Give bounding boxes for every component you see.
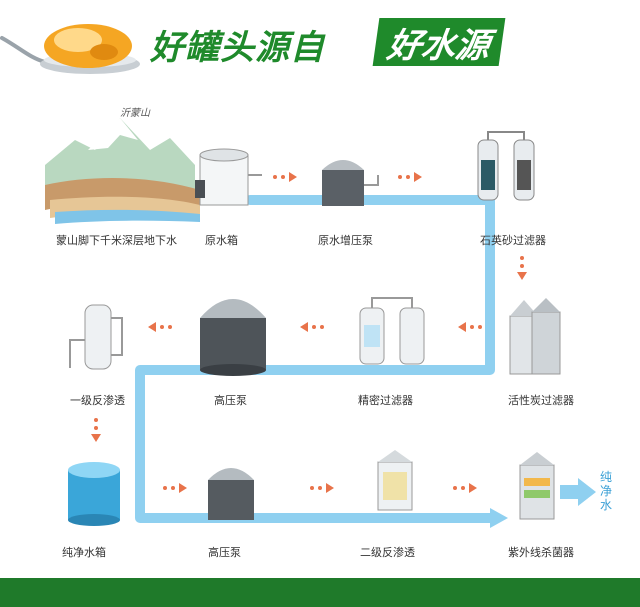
raw-water-pump-icon [322, 160, 379, 206]
carbon-filter-icon [509, 298, 561, 375]
label-groundwater: 蒙山脚下千米深层地下水 [56, 234, 177, 247]
label-pure-tank: 纯净水箱 [62, 546, 106, 559]
arrow-right-2 [398, 172, 422, 182]
pipe-end-arrow [490, 508, 508, 528]
output-arrow [560, 478, 596, 506]
mountain-icon [45, 118, 200, 224]
arrow-left-2 [300, 322, 324, 332]
spoon-peach-icon [0, 24, 140, 74]
label-raw-tank: 原水箱 [205, 234, 238, 247]
high-pressure-pump-2-icon [208, 468, 254, 520]
pure-water-tank-icon [68, 462, 120, 526]
label-precision-filter: 精密过滤器 [358, 394, 413, 407]
uv-sterilizer-icon [519, 452, 555, 520]
arrow-right-5 [453, 483, 477, 493]
header: 好罐头源自 好水源 [0, 0, 640, 84]
precision-filter-icon [359, 297, 425, 365]
water-pipe [135, 195, 500, 523]
label-uv-sterilizer: 紫外线杀菌器 [508, 546, 574, 559]
mountain-name: 沂蒙山 [120, 108, 150, 119]
high-pressure-pump-1-icon [200, 299, 266, 376]
ro-stage1-icon [69, 304, 123, 370]
arrow-right-1 [273, 172, 297, 182]
quartz-filter-icon [477, 131, 535, 201]
process-diagram [45, 118, 596, 528]
label-raw-pump: 原水增压泵 [318, 234, 373, 247]
title-main: 好罐头源自 [150, 28, 325, 68]
arrow-right-3 [163, 483, 187, 493]
arrow-left-3 [148, 322, 172, 332]
label-high-pump-1: 高压泵 [214, 394, 247, 407]
arrow-down-2 [91, 418, 101, 442]
footer-bar [0, 578, 640, 607]
arrow-right-4 [310, 483, 334, 493]
raw-water-tank-icon [195, 148, 262, 206]
label-quartz-filter: 石英砂过滤器 [480, 234, 546, 247]
ro-stage2-icon [377, 450, 413, 511]
label-ro-stage1: 一级反渗透 [70, 394, 125, 407]
flow-arrows [91, 172, 527, 493]
output-label: 纯净水 [599, 470, 612, 512]
label-carbon-filter: 活性炭过滤器 [508, 394, 574, 407]
arrow-left-1 [458, 322, 482, 332]
label-high-pump-2: 高压泵 [208, 546, 241, 559]
arrow-down-1 [517, 256, 527, 280]
label-ro-stage2: 二级反渗透 [360, 546, 415, 559]
